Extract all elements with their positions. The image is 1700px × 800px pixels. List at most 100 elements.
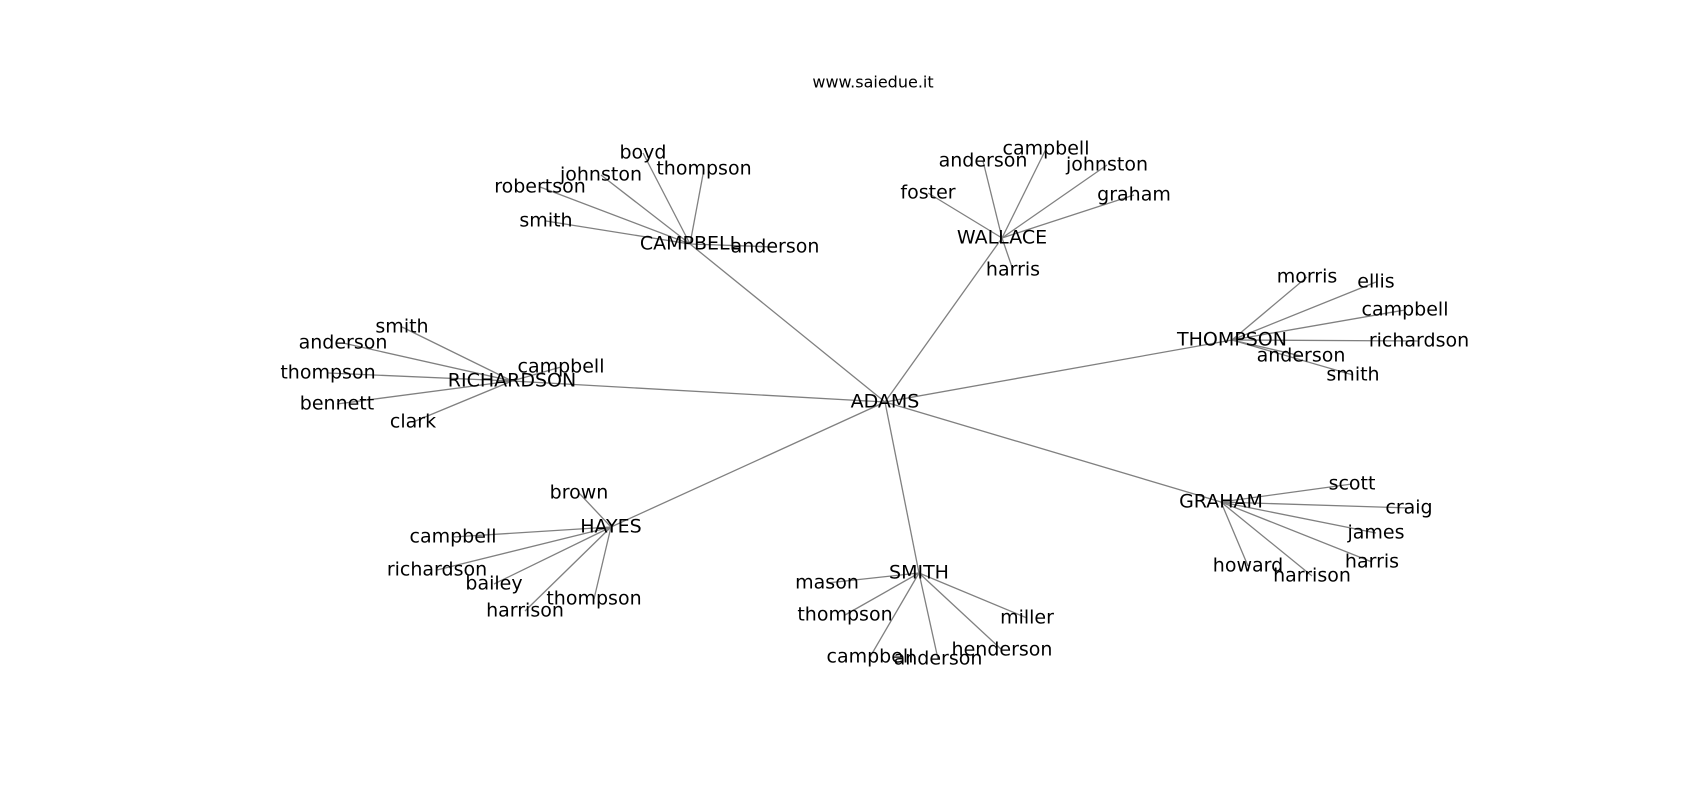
child-node-smith-anderson: anderson [894, 648, 983, 670]
edge-richardson-bennett [336, 380, 513, 405]
group-node-wallace: WALLACE [957, 227, 1047, 249]
child-node-hayes-richardson: richardson [387, 559, 487, 581]
child-node-hayes-brown: brown [550, 482, 609, 504]
edge-wallace-anderson [982, 160, 1003, 239]
child-node-richardson-anderson: anderson [299, 332, 388, 354]
edge-root-to-graham [884, 401, 1222, 503]
child-node-richardson-thompson: thompson [280, 362, 375, 384]
child-node-campbell-anderson: anderson [731, 236, 820, 258]
edge-campbell-smith [545, 220, 691, 245]
child-node-campbell-robertson: robertson [494, 176, 586, 198]
child-node-graham-james: james [1346, 522, 1404, 544]
child-node-wallace-graham: graham [1097, 184, 1171, 206]
root-node-adams: ADAMS [851, 391, 920, 413]
edge-thompson-morris [1231, 276, 1308, 341]
edge-smith-mason [826, 572, 920, 584]
edge-root-to-campbell [689, 243, 886, 403]
edge-hayes-brown [578, 492, 612, 528]
child-node-graham-scott: scott [1329, 473, 1376, 495]
child-node-wallace-anderson: anderson [939, 150, 1028, 172]
edge-graham-howard [1220, 501, 1249, 567]
child-node-smith-miller: miller [1000, 607, 1054, 629]
group-node-campbell: CAMPBELL [640, 233, 741, 255]
child-node-richardson-campbell: campbell [518, 356, 605, 378]
edge-root-to-hayes [610, 401, 886, 528]
edge-hayes-harrison [524, 526, 612, 612]
edge-graham-harris [1220, 501, 1373, 563]
edge-wallace-campbell [1001, 148, 1047, 239]
child-node-campbell-boyd: boyd [620, 142, 667, 164]
edge-thompson-richardson [1231, 339, 1420, 342]
group-node-smith: SMITH [889, 562, 949, 584]
edge-wallace-harris [1001, 237, 1014, 271]
child-node-smith-campbell: campbell [827, 646, 914, 668]
child-node-smith-mason: mason [795, 572, 859, 594]
edges-layer [327, 148, 1420, 660]
edge-campbell-boyd [642, 152, 691, 245]
edge-root-to-smith [884, 401, 920, 574]
edge-root-to-thompson [884, 339, 1233, 403]
child-node-thompson-ellis: ellis [1357, 271, 1394, 293]
edge-graham-scott [1220, 483, 1353, 503]
child-node-hayes-thompson: thompson [546, 588, 641, 610]
child-node-smith-thompson: thompson [797, 604, 892, 626]
child-node-graham-harrison: harrison [1273, 565, 1351, 587]
child-node-graham-howard: howard [1213, 555, 1283, 577]
edge-graham-james [1220, 501, 1377, 534]
edge-wallace-foster [927, 192, 1003, 239]
edge-campbell-robertson [539, 186, 691, 245]
edge-richardson-anderson [342, 342, 513, 382]
child-node-wallace-foster: foster [900, 182, 955, 204]
edge-campbell-anderson [689, 243, 776, 248]
edge-campbell-thompson [689, 168, 705, 245]
edge-richardson-clark [412, 380, 513, 423]
child-node-campbell-smith: smith [519, 210, 572, 232]
edge-thompson-campbell [1231, 309, 1406, 341]
group-node-richardson: RICHARDSON [448, 370, 576, 392]
edge-hayes-richardson [436, 526, 612, 571]
edge-root-to-wallace [884, 237, 1003, 403]
edge-smith-miller [918, 572, 1028, 619]
child-node-thompson-morris: morris [1277, 266, 1338, 288]
edge-hayes-bailey [493, 526, 612, 585]
group-node-thompson: THOMPSON [1176, 329, 1287, 351]
edge-root-to-richardson [511, 380, 886, 403]
child-node-smith-henderson: henderson [952, 639, 1053, 661]
child-node-wallace-campbell: campbell [1003, 138, 1090, 160]
group-node-graham: GRAHAM [1179, 491, 1263, 513]
edge-smith-campbell [869, 572, 920, 658]
edge-richardson-campbell [511, 366, 562, 382]
edge-wallace-johnston [1001, 164, 1108, 239]
edge-smith-anderson [918, 572, 939, 660]
child-node-hayes-bailey: bailey [465, 573, 522, 595]
child-node-graham-harris: harris [1345, 551, 1399, 573]
child-node-wallace-harris: harris [986, 259, 1040, 281]
watermark-text: www.saiedue.it [812, 73, 933, 92]
edge-thompson-ellis [1231, 281, 1377, 341]
edge-thompson-smith [1231, 339, 1354, 376]
edge-graham-craig [1220, 501, 1410, 509]
edge-smith-thompson [844, 572, 920, 616]
child-node-hayes-campbell: campbell [410, 526, 497, 548]
child-node-wallace-johnston: johnston [1065, 154, 1148, 176]
child-node-graham-craig: craig [1385, 497, 1432, 519]
child-node-richardson-smith: smith [375, 316, 428, 338]
child-node-thompson-smith: smith [1326, 364, 1379, 386]
edge-campbell-johnston [600, 174, 691, 245]
group-node-hayes: HAYES [580, 516, 641, 538]
child-node-hayes-harrison: harrison [486, 600, 564, 622]
edge-richardson-smith [401, 326, 513, 382]
edge-richardson-thompson [327, 372, 513, 382]
edge-wallace-graham [1001, 194, 1135, 239]
edge-hayes-campbell [452, 526, 612, 538]
child-node-thompson-campbell: campbell [1362, 299, 1449, 321]
child-node-campbell-thompson: thompson [656, 158, 751, 180]
edge-smith-henderson [918, 572, 1003, 651]
child-node-thompson-anderson: anderson [1257, 345, 1346, 367]
child-node-thompson-richardson: richardson [1369, 330, 1469, 352]
edge-graham-harrison [1220, 501, 1313, 577]
child-node-campbell-johnston: johnston [559, 164, 642, 186]
child-node-richardson-bennett: bennett [300, 393, 374, 415]
